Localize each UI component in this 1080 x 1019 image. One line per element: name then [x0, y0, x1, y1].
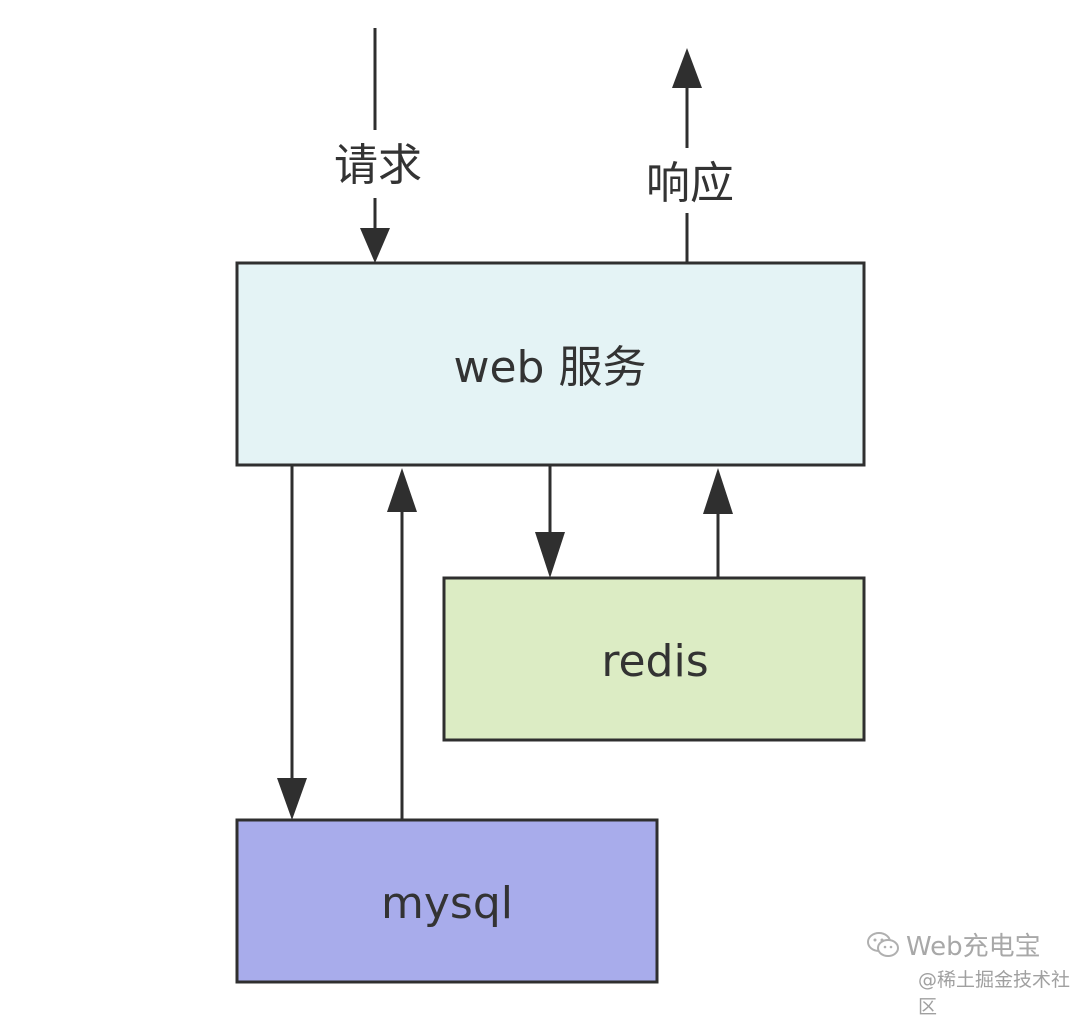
watermark-site: @稀土掘金技术社区 [918, 969, 1071, 1018]
watermark-account-name: Web充电宝 [906, 932, 1041, 962]
architecture-diagram: 请求 响应 web 服务 redis mysql [235, 28, 866, 984]
web-to-redis-arrow [535, 465, 565, 578]
request-label: 请求 [334, 140, 422, 191]
web-service-label: web 服务 [454, 342, 647, 393]
mysql-label: mysql [381, 878, 513, 929]
redis-box [442, 576, 866, 742]
web-to-mysql-arrow [277, 465, 307, 820]
watermark-account: Web充电宝 [866, 926, 1041, 963]
redis-to-web-arrow [703, 468, 733, 578]
wechat-icon [867, 931, 899, 957]
web-service-box [235, 261, 866, 467]
mysql-box [235, 818, 659, 984]
response-arrow [672, 48, 702, 262]
response-label: 响应 [646, 158, 734, 209]
request-arrow [360, 28, 390, 263]
mysql-to-web-arrow [387, 468, 417, 820]
redis-label: redis [601, 636, 708, 687]
